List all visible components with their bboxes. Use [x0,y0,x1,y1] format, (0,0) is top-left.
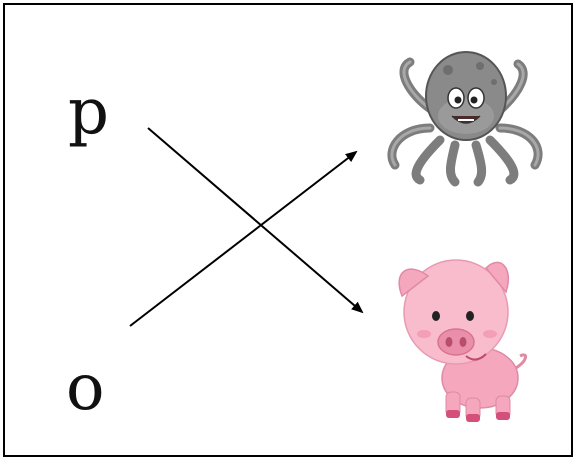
pig-icon [398,259,527,422]
arrow-p-to-pig [147,127,364,314]
letter-o: o [66,351,105,425]
octopus-icon [387,51,543,187]
letter-p: p [68,75,109,149]
arrow-o-to-octopus [129,150,358,327]
